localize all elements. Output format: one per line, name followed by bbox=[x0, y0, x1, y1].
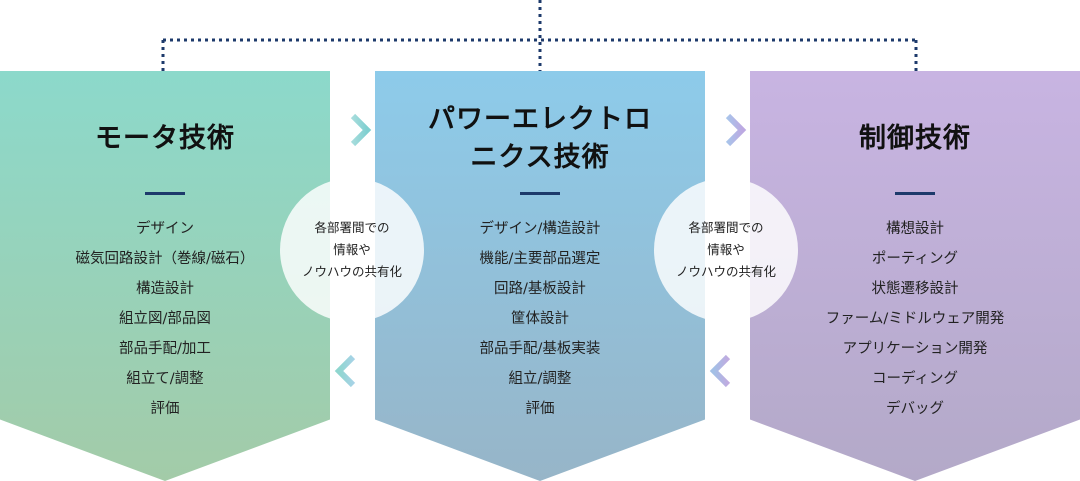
column-title: モータ技術 bbox=[0, 120, 330, 158]
bubble-line: 情報や bbox=[707, 242, 745, 257]
list-item: 磁気回路設計（巻線/磁石） bbox=[75, 251, 255, 267]
arrow-right-icon bbox=[708, 113, 747, 147]
title-divider bbox=[895, 192, 935, 195]
list-item: コーディング bbox=[872, 371, 958, 387]
dotted-connector bbox=[161, 0, 918, 71]
column-title: 制御技術 bbox=[750, 120, 1080, 158]
info-sharing-bubble: 各部署間での 情報や ノウハウの共有化 bbox=[280, 178, 424, 322]
column-title: パワーエレクトロ ニクス技術 bbox=[375, 101, 705, 177]
title-line: パワーエレクトロ bbox=[428, 104, 652, 135]
title-line: ニクス技術 bbox=[470, 142, 610, 173]
list-item: 構想設計 bbox=[886, 221, 944, 237]
item-list: デザイン 磁気回路設計（巻線/磁石） 構造設計 組立図/部品図 部品手配/加工 … bbox=[0, 214, 330, 424]
title-line: モータ技術 bbox=[95, 123, 235, 154]
list-item: ファーム/ミドルウェア開発 bbox=[825, 311, 1005, 327]
bubble-line: ノウハウの共有化 bbox=[301, 264, 402, 279]
arrow-right-icon bbox=[333, 113, 372, 147]
bubble-line: ノウハウの共有化 bbox=[675, 264, 776, 279]
column-control-technology: 制御技術 構想設計 ポーティング 状態遷移設計 ファーム/ミドルウェア開発 アプ… bbox=[750, 71, 1080, 481]
bubble-line: 各部署間での bbox=[688, 220, 764, 235]
list-item: ポーティング bbox=[871, 251, 959, 267]
list-item: デバッグ bbox=[886, 401, 944, 417]
title-divider bbox=[520, 192, 560, 195]
bubble-line: 情報や bbox=[333, 242, 371, 257]
item-list: 構想設計 ポーティング 状態遷移設計 ファーム/ミドルウェア開発 アプリケーショ… bbox=[750, 214, 1080, 424]
list-item: 組立/調整 bbox=[508, 371, 572, 387]
list-item: 部品手配/加工 bbox=[119, 341, 211, 357]
item-list: デザイン/構造設計 機能/主要部品選定 回路/基板設計 筐体設計 部品手配/基板… bbox=[375, 214, 705, 424]
info-sharing-bubble: 各部署間での 情報や ノウハウの共有化 bbox=[654, 178, 798, 322]
column-power-electronics: パワーエレクトロ ニクス技術 デザイン/構造設計 機能/主要部品選定 回路/基板… bbox=[375, 71, 705, 481]
list-item: アプリケーション開発 bbox=[842, 341, 988, 357]
list-item: 組立図/部品図 bbox=[119, 311, 211, 327]
title-line: 制御技術 bbox=[859, 123, 971, 154]
arrow-left-icon bbox=[334, 354, 373, 388]
list-item: 組立て/調整 bbox=[126, 371, 204, 387]
list-item: 評価 bbox=[525, 401, 555, 417]
list-item: デザイン/構造設計 bbox=[479, 221, 601, 237]
column-motor-technology: モータ技術 デザイン 磁気回路設計（巻線/磁石） 構造設計 組立図/部品図 部品… bbox=[0, 71, 330, 481]
list-item: 構造設計 bbox=[136, 281, 194, 297]
list-item: 評価 bbox=[150, 401, 180, 417]
list-item: 回路/基板設計 bbox=[494, 281, 586, 297]
list-item: デザイン bbox=[136, 221, 194, 237]
list-item: 機能/主要部品選定 bbox=[479, 251, 601, 267]
arrow-left-icon bbox=[709, 354, 748, 388]
title-divider bbox=[145, 192, 185, 195]
list-item: 筐体設計 bbox=[511, 311, 569, 327]
list-item: 状態遷移設計 bbox=[871, 281, 959, 297]
bubble-line: 各部署間での bbox=[314, 220, 390, 235]
list-item: 部品手配/基板実装 bbox=[479, 341, 601, 357]
